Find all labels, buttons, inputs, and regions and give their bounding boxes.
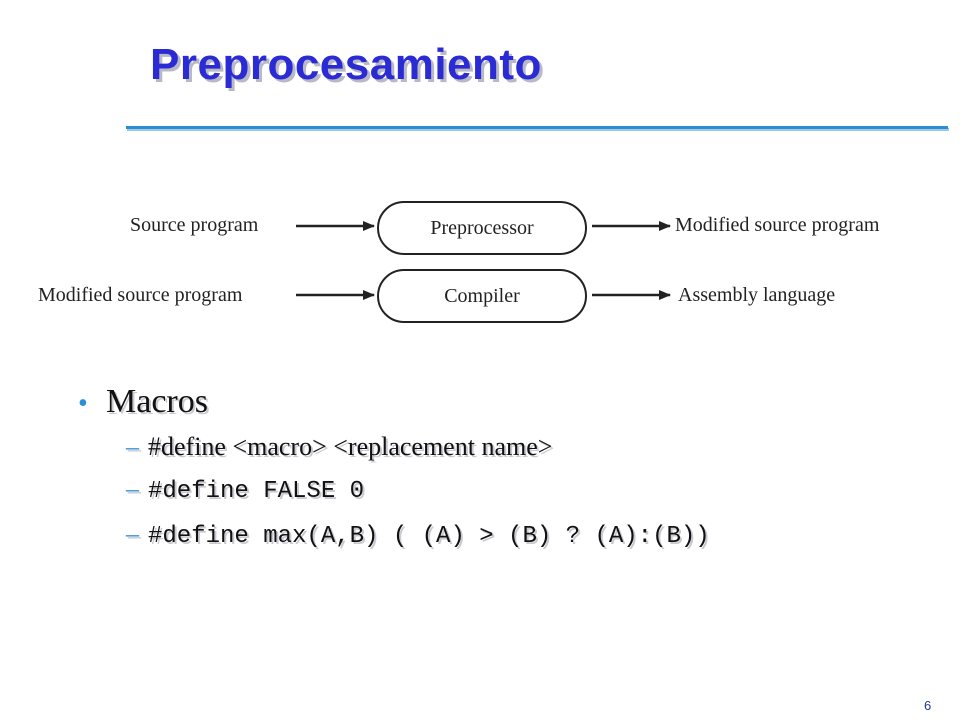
sub-bullet-item: – #define FALSE 0 xyxy=(126,468,938,513)
bullet-text: Macros xyxy=(106,383,208,420)
row1-output-label: Modified source program xyxy=(675,214,880,236)
row2-input-label: Modified source program xyxy=(38,284,243,306)
page-number: 6 xyxy=(924,698,932,713)
compiler-label: Compiler xyxy=(444,285,520,307)
title-underline xyxy=(126,126,948,129)
bullet-list: • Macros – #define <macro> <replacement … xyxy=(78,380,938,558)
bullet-dot-icon: • xyxy=(78,388,88,419)
slide-title: Preprocesamiento xyxy=(150,40,542,89)
preprocessor-label: Preprocessor xyxy=(430,217,534,239)
dash-icon: – xyxy=(126,432,139,461)
row1-input-label: Source program xyxy=(130,214,259,236)
bullet-item-macros: • Macros xyxy=(78,380,938,426)
sub-bullet-text: #define <macro> <replacement name> xyxy=(148,432,553,461)
preprocessor-box xyxy=(377,201,587,255)
sub-bullet-item: – #define <macro> <replacement name> xyxy=(126,426,938,468)
sub-bullet-code: #define FALSE 0 xyxy=(148,478,365,505)
compilation-flow-diagram: Source program Preprocessor Modified sou… xyxy=(38,201,880,323)
dash-icon: – xyxy=(126,474,139,503)
dash-icon: – xyxy=(126,519,139,548)
row2-output-label: Assembly language xyxy=(678,284,835,306)
sub-bullet-code: #define max(A,B) ( (A) > (B) ? (A):(B)) xyxy=(148,523,710,550)
compiler-box xyxy=(377,269,587,323)
sub-bullet-item: – #define max(A,B) ( (A) > (B) ? (A):(B)… xyxy=(126,513,938,558)
